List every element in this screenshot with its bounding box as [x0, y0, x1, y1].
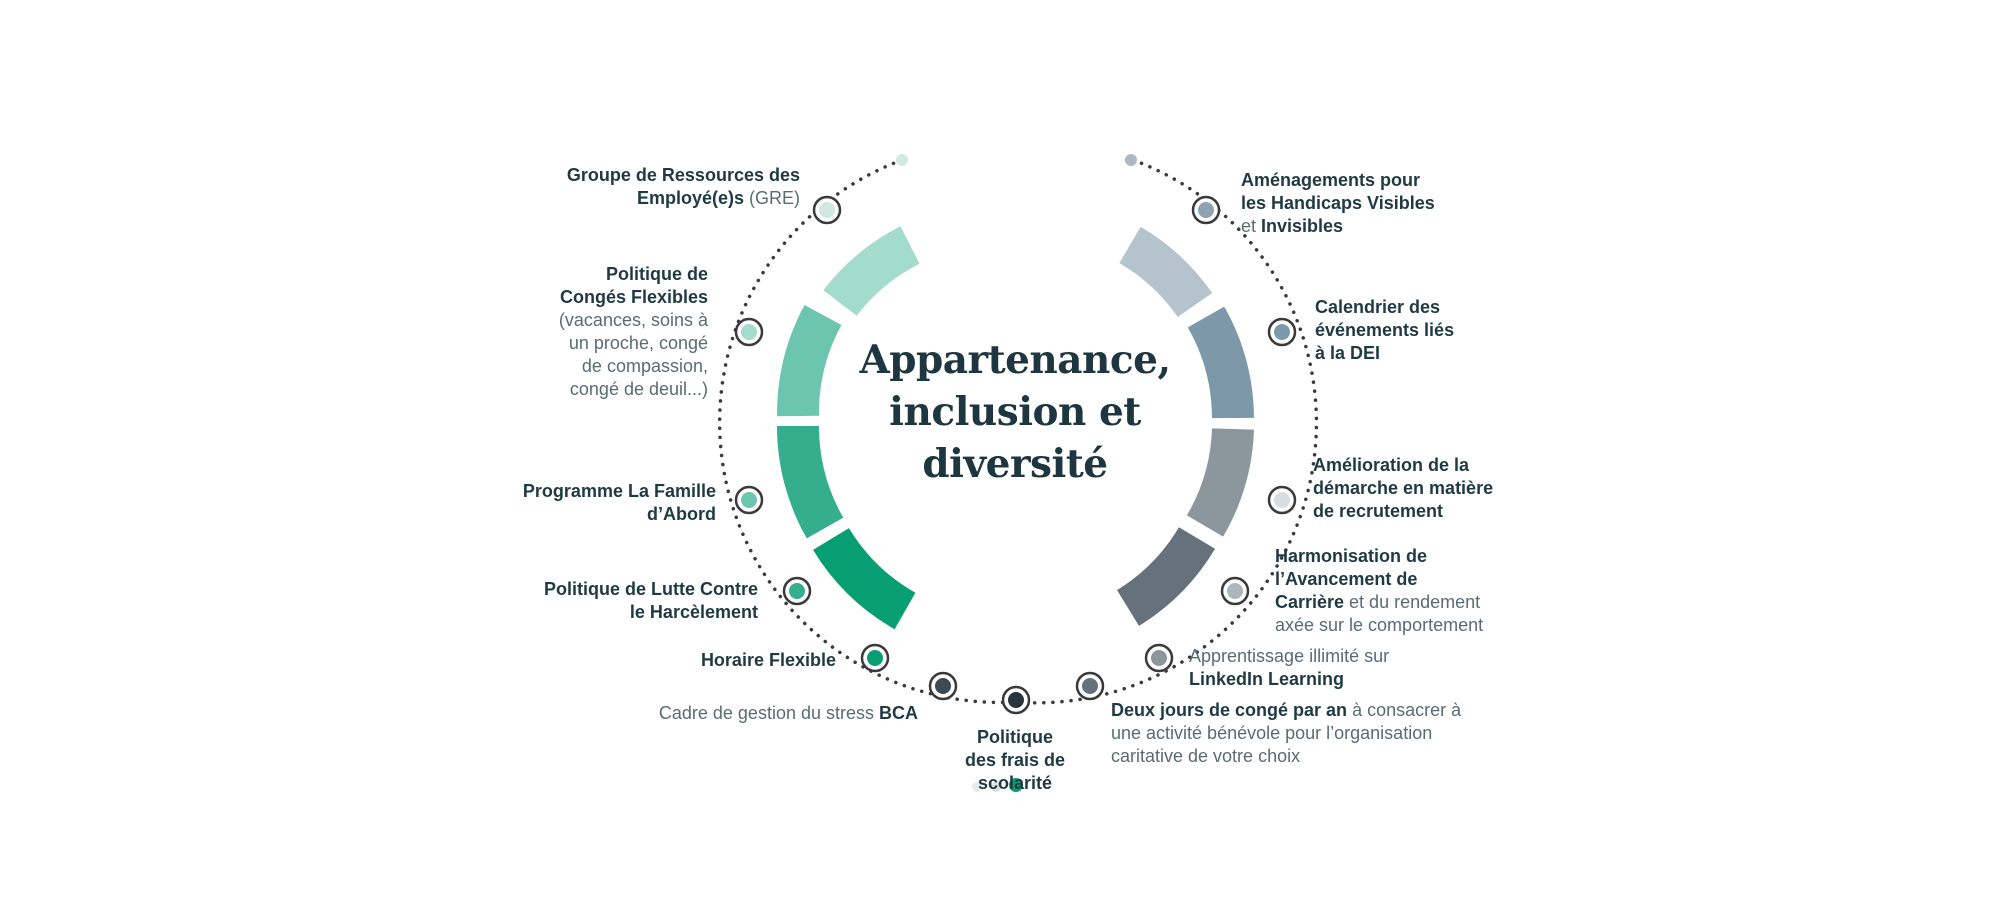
linkedin-line-1: Apprentissage illimité sur [1189, 646, 1390, 666]
title-line-1: Appartenance, [859, 337, 1171, 383]
marker-harcelement-fill [789, 583, 805, 599]
label-recrutement: Amélioration de la démarche en matière d… [1313, 454, 1613, 523]
recrutement-line-2: démarche en matière [1313, 478, 1494, 498]
benevole-line-1: Deux jours de congé par an [1111, 700, 1348, 720]
harcelement-line-2: le Harcèlement [629, 602, 758, 622]
marker-calendrier-fill [1274, 324, 1290, 340]
right-arc-segments [1116, 226, 1254, 626]
conges-line-1: Politique de [605, 264, 708, 284]
handicaps-line-3-note: et [1241, 216, 1262, 236]
label-benevole: Deux jours de congé par an à consacrer à… [1111, 699, 1531, 768]
label-gre: Groupe de Ressources des Employé(e)s (GR… [500, 164, 800, 210]
marker-carriere-fill [1227, 583, 1243, 599]
harcelement-line-1: Politique de Lutte Contre [544, 579, 758, 599]
carriere-line-1: Harmonisation de [1275, 546, 1428, 566]
conges-line-6: congé de deuil...) [569, 379, 708, 399]
benevole-line-1-note: à consacrer à [1347, 700, 1462, 720]
label-scolarite: Politique des frais de scolarité [930, 726, 1100, 795]
calendrier-line-3: à la DEI [1315, 343, 1381, 363]
recrutement-line-1: Amélioration de la [1313, 455, 1470, 475]
label-stress: Cadre de gestion du stress BCA [560, 702, 918, 725]
label-conges: Politique de Congés Flexibles (vacances,… [490, 263, 708, 401]
carriere-line-2: l’Avancement de [1275, 569, 1418, 589]
famille-line-2: d’Abord [647, 504, 716, 524]
marker-horaire-fill [867, 650, 883, 666]
stress-note: Cadre de gestion du stress [658, 703, 879, 723]
conges-line-5: de compassion, [581, 356, 708, 376]
arc-segment-green-2 [777, 304, 842, 417]
carriere-line-4: axée sur le comportement [1275, 615, 1484, 635]
marker-conges-fill [741, 324, 757, 340]
recrutement-line-3: de recrutement [1313, 501, 1444, 521]
marker-scolarite-fill [1008, 692, 1024, 708]
arc-segment-green-4 [813, 527, 916, 630]
arc-segment-grey-4 [1116, 526, 1216, 626]
diagram-title: Appartenance, inclusion et diversité [835, 334, 1195, 490]
ring-end-dot-right [1125, 154, 1137, 166]
bottom-deco-dot-3 [1009, 778, 1023, 792]
horaire-line-1: Horaire Flexible [700, 650, 836, 670]
marker-famille-fill [741, 492, 757, 508]
benevole-line-2: une activité bénévole pour l’organisatio… [1111, 723, 1433, 743]
arc-segment-grey-3 [1186, 427, 1254, 537]
arc-segment-green-1 [823, 226, 920, 317]
carriere-line-3-note: et du rendement [1344, 592, 1481, 612]
label-horaire: Horaire Flexible [600, 649, 836, 672]
markers-right [1075, 195, 1297, 701]
conges-line-3: (vacances, soins à [558, 310, 708, 330]
title-line-2: inclusion et [889, 389, 1141, 435]
arc-segment-grey-2 [1187, 306, 1254, 419]
marker-linkedin-fill [1151, 650, 1167, 666]
handicaps-line-1: Aménagements pour [1241, 170, 1421, 190]
marker-gre-fill [819, 202, 835, 218]
calendrier-line-2: événements liés [1315, 320, 1455, 340]
carriere-line-3: Carrière [1275, 592, 1345, 612]
markers-left [734, 195, 1031, 715]
label-famille: Programme La Famille d’Abord [460, 480, 716, 526]
bottom-deco-dot-1 [972, 782, 982, 792]
calendrier-line-1: Calendrier des [1315, 297, 1441, 317]
scolarite-line-3: scolarité [977, 773, 1053, 793]
marker-benevole-fill [1082, 678, 1098, 694]
label-carriere: Harmonisation de l’Avancement de Carrièr… [1275, 545, 1595, 637]
dotted-ring-right [1013, 158, 1319, 705]
label-handicaps: Aménagements pour les Handicaps Visibles… [1241, 169, 1531, 238]
arc-segment-grey-1 [1119, 226, 1213, 318]
famille-line-1: Programme La Famille [522, 481, 716, 501]
left-arc-segments [776, 226, 920, 630]
ring-end-dot-left [896, 154, 908, 166]
linkedin-line-2: LinkedIn Learning [1189, 669, 1345, 689]
handicaps-line-3: Invisibles [1261, 216, 1344, 236]
stress-bold: BCA [879, 703, 918, 723]
label-calendrier: Calendrier des événements liés à la DEI [1315, 296, 1575, 365]
gre-line-1: Groupe de Ressources des [566, 165, 800, 185]
conges-line-4: un proche, congé [568, 333, 708, 353]
marker-recrutement-fill [1274, 492, 1290, 508]
handicaps-line-2: les Handicaps Visibles [1241, 193, 1435, 213]
scolarite-line-2: des frais de [964, 750, 1066, 770]
marker-handicaps-fill [1198, 202, 1214, 218]
gre-line-2-note: (GRE) [744, 188, 800, 208]
marker-stress-fill [935, 678, 951, 694]
title-line-3: diversité [922, 441, 1108, 487]
conges-line-2: Congés Flexibles [559, 287, 708, 307]
scolarite-line-1: Politique [977, 727, 1053, 747]
arc-segment-green-3 [776, 425, 844, 539]
bottom-deco-dot-2 [991, 782, 1001, 792]
gre-line-2: Employé(e)s [636, 188, 744, 208]
benevole-line-3: caritative de votre choix [1111, 746, 1301, 766]
label-harcelement: Politique de Lutte Contre le Harcèlement [450, 578, 758, 624]
label-linkedin: Apprentissage illimité sur LinkedIn Lear… [1189, 645, 1489, 691]
